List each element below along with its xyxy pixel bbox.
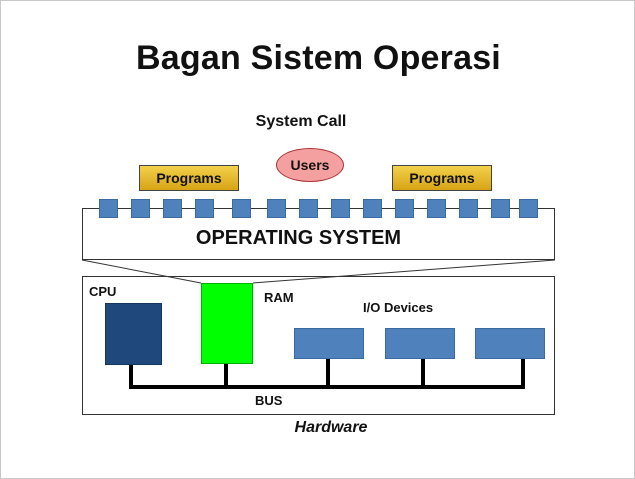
users-ellipse: Users (276, 148, 344, 182)
programs-box-left: Programs (139, 165, 239, 191)
ram-block (201, 283, 253, 364)
system-call-port (163, 199, 182, 218)
slide-title: Bagan Sistem Operasi (136, 39, 501, 77)
system-call-port (299, 199, 318, 218)
system-call-port (99, 199, 118, 218)
programs-box-right: Programs (392, 165, 492, 191)
system-call-port (131, 199, 150, 218)
system-call-port (195, 199, 214, 218)
os-ram-connector-right (252, 259, 556, 284)
system-call-port (331, 199, 350, 218)
io-devices-label: I/O Devices (363, 300, 434, 315)
system-call-port (363, 199, 382, 218)
system-call-port (232, 199, 251, 218)
os-ram-connector-left (81, 259, 202, 284)
cpu-label: CPU (89, 284, 117, 299)
hardware-label: Hardware (294, 419, 368, 436)
system-call-port (427, 199, 446, 218)
cpu-block (105, 303, 162, 365)
io-device-block (475, 328, 545, 359)
bus-label: BUS (255, 393, 283, 408)
system-call-port (459, 199, 478, 218)
ram-label: RAM (264, 290, 294, 305)
system-call-port (267, 199, 286, 218)
io-device-block (385, 328, 455, 359)
system-call-port (491, 199, 510, 218)
operating-system-label: OPERATING SYSTEM (195, 227, 402, 249)
io-device-block (294, 328, 364, 359)
system-call-label: System Call (255, 113, 347, 130)
system-call-port (519, 199, 538, 218)
system-call-port (395, 199, 414, 218)
